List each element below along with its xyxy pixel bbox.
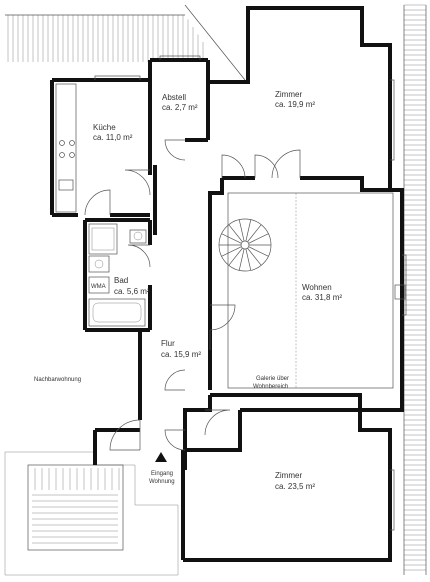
room-name-zimmer1: Zimmer <box>275 90 302 99</box>
label-eingang-1: Eingang <box>151 471 173 477</box>
room-area-bad: ca. 5,6 m² <box>114 287 150 296</box>
room-area-zimmer1: ca. 19,9 m² <box>275 100 315 109</box>
gallery-outline <box>227 192 406 389</box>
label-nachbarwohnung: Nachbarwohnung <box>34 377 81 383</box>
room-area-wohnen: ca. 31,8 m² <box>302 293 342 302</box>
roof-terrace-right <box>403 4 427 575</box>
room-area-flur: ca. 15,9 m² <box>161 350 201 359</box>
room-name-kueche: Küche <box>93 123 116 132</box>
windows <box>94 55 407 531</box>
room-name-abstell: Abstell <box>162 93 186 102</box>
bathroom-fixtures <box>88 223 147 327</box>
spiral-staircase <box>218 218 272 272</box>
room-wma: WMA <box>91 284 106 290</box>
doors <box>84 139 301 451</box>
entrance-triangle-icon <box>155 452 167 462</box>
room-name-flur: Flur <box>161 339 175 348</box>
room-name-bad: Bad <box>114 276 128 285</box>
label-galerie-2: Wohnbereich <box>253 384 288 390</box>
room-area-zimmer2: ca. 23,5 m² <box>275 482 315 491</box>
room-labels: Abstell ca. 2,7 m² Küche ca. 11,0 m² Zim… <box>34 90 342 491</box>
room-name-zimmer2: Zimmer <box>275 471 302 480</box>
label-galerie-1: Galerie über <box>256 376 289 382</box>
kitchen-fixtures <box>55 83 77 213</box>
label-eingang-2: Wohnung <box>149 479 175 485</box>
room-area-abstell: ca. 2,7 m² <box>162 103 198 112</box>
room-name-wohnen: Wohnen <box>302 283 332 292</box>
room-area-kueche: ca. 11,0 m² <box>93 133 133 142</box>
